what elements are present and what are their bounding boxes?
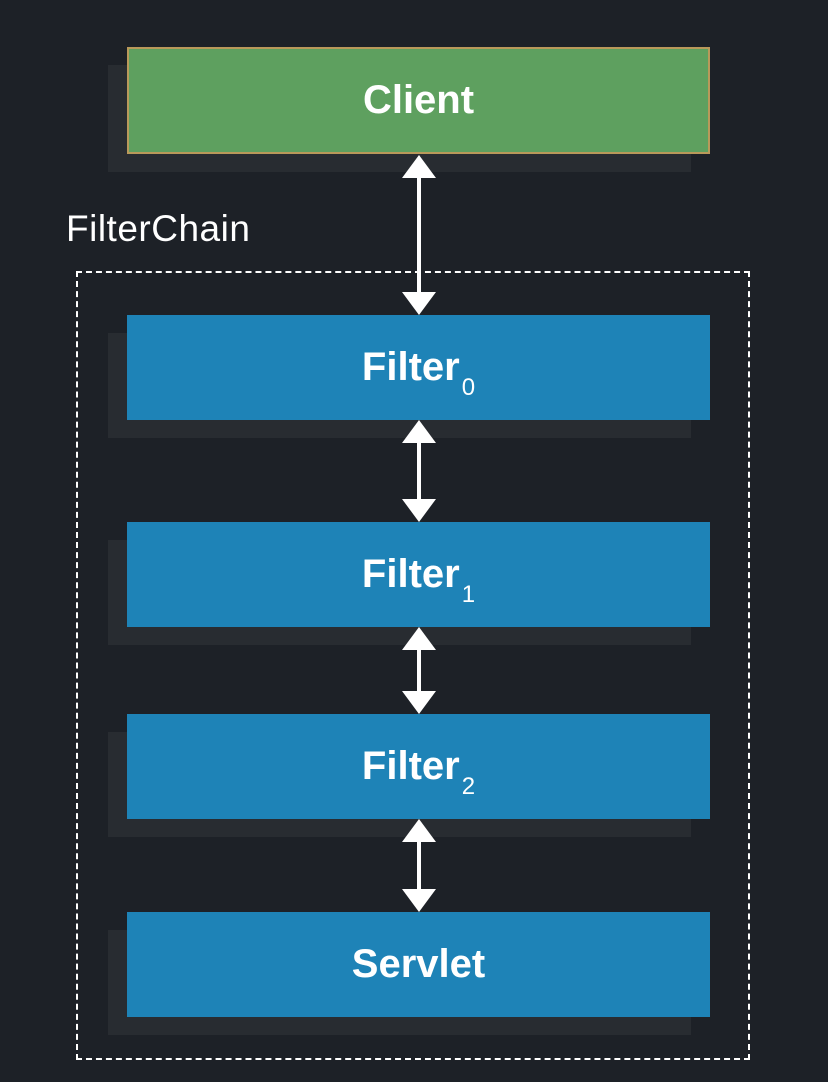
double-arrow-filter1-filter2-icon <box>401 627 437 714</box>
double-arrow-client-filter0-icon <box>401 155 437 315</box>
arrow-shaft <box>417 172 421 298</box>
filter1-subscript: 1 <box>461 581 476 608</box>
arrow-shaft <box>417 437 421 505</box>
filter1-label: Filter1 <box>361 552 475 608</box>
filter0-label-text: Filter <box>361 345 460 389</box>
client-label: Client <box>362 78 475 122</box>
filter0-subscript: 0 <box>461 374 476 401</box>
filter0-node: Filter0 <box>127 315 710 420</box>
client-node: Client <box>127 47 710 154</box>
filterchain-title: FilterChain <box>66 208 251 249</box>
filter2-label-text: Filter <box>361 744 460 788</box>
filter1-node: Filter1 <box>127 522 710 627</box>
filter0-label: Filter0 <box>361 345 475 401</box>
filter2-label: Filter2 <box>361 744 475 800</box>
arrow-shaft <box>417 644 421 697</box>
servlet-node: Servlet <box>127 912 710 1017</box>
servlet-label: Servlet <box>351 942 486 986</box>
arrow-shaft <box>417 836 421 895</box>
double-arrow-filter0-filter1-icon <box>401 420 437 522</box>
filter2-node: Filter2 <box>127 714 710 819</box>
filter2-subscript: 2 <box>461 773 476 800</box>
double-arrow-filter2-servlet-icon <box>401 819 437 912</box>
filter1-label-text: Filter <box>361 552 460 596</box>
filterchain-container-box <box>76 271 750 1060</box>
